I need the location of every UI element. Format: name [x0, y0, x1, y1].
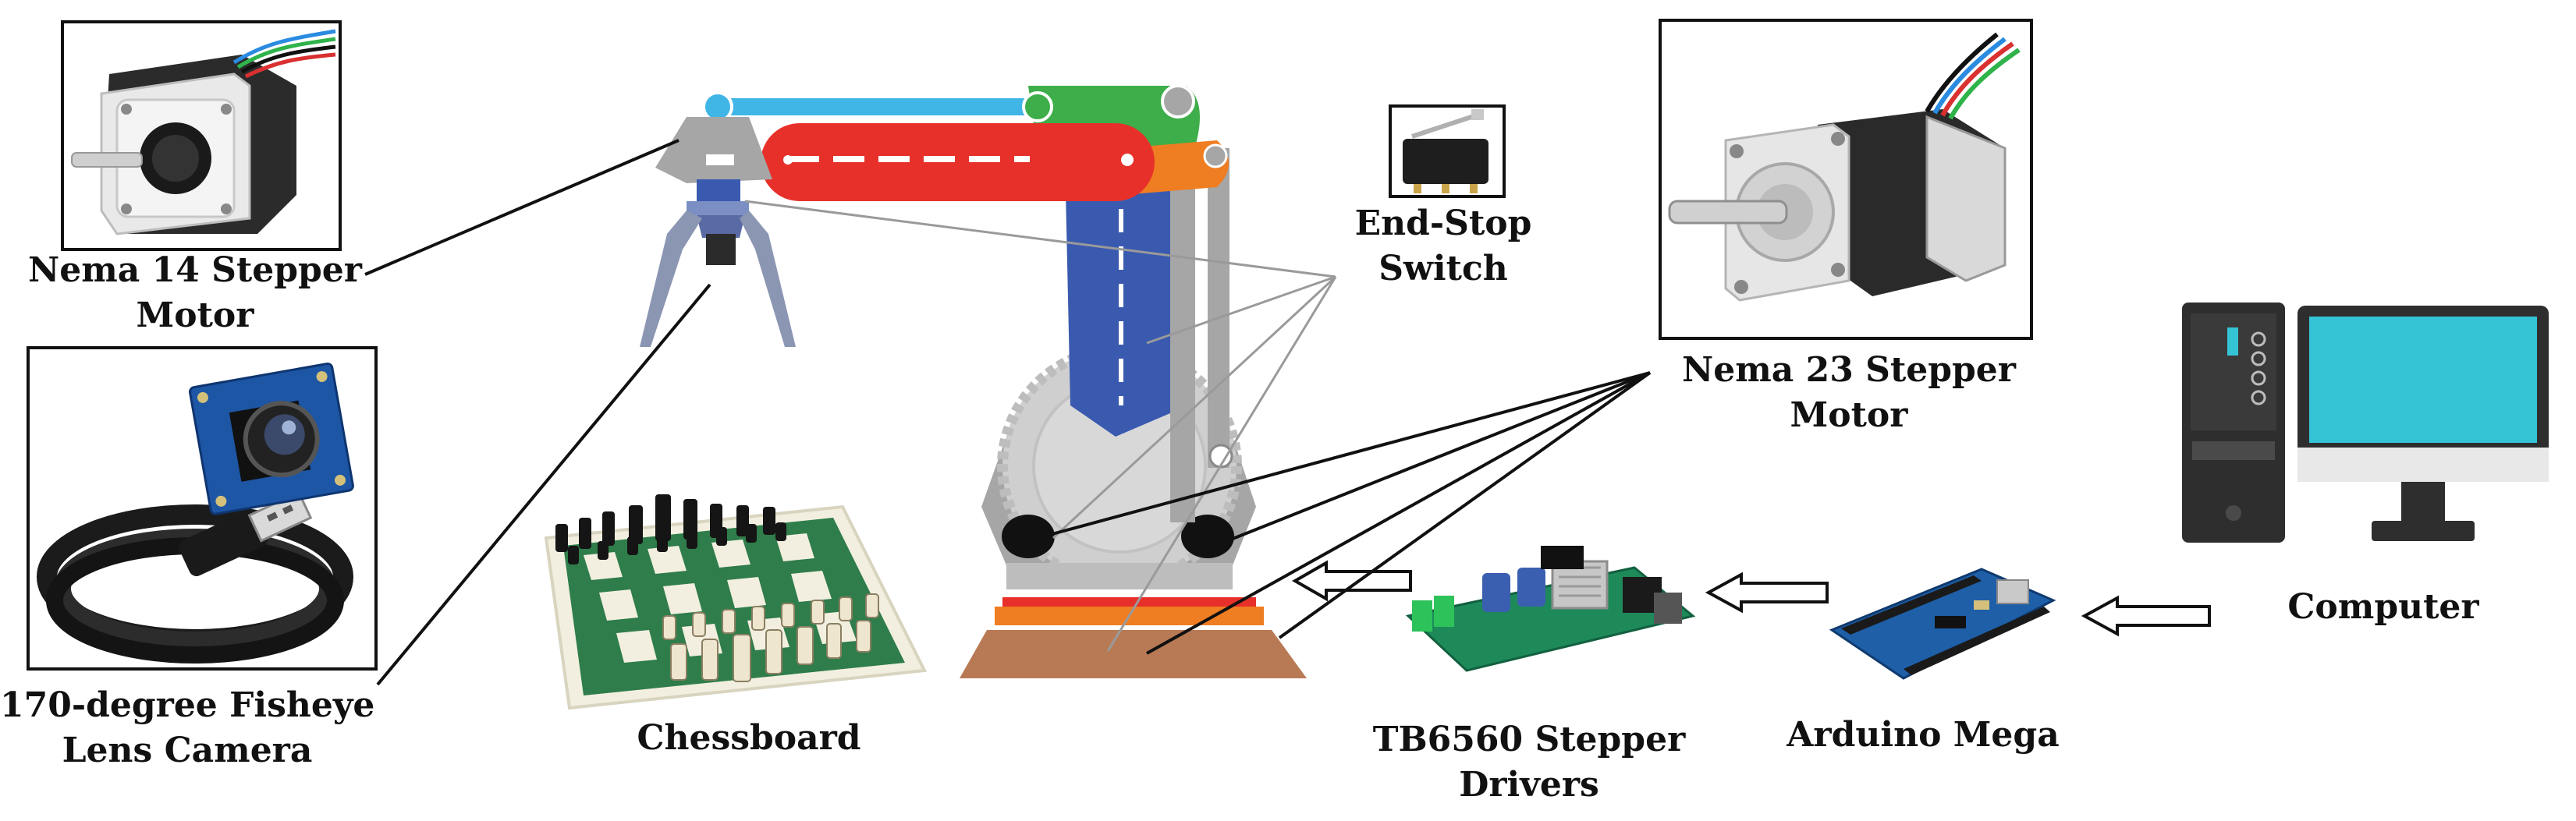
label-nema14: Nema 14 Stepper Motor [23, 248, 367, 338]
red-forearm [761, 123, 1155, 201]
label-computer-text: Computer [2287, 587, 2479, 627]
blue-link [706, 98, 1045, 115]
gripper-finger-left [640, 211, 702, 347]
label-arduino-text: Arduino Mega [1787, 715, 2060, 755]
fisheye-camera-image [27, 346, 378, 671]
label-endstop-line2: Switch [1378, 249, 1508, 288]
end-stop-switch-image [1389, 104, 1506, 198]
arduino-mega-image [1829, 568, 2056, 680]
label-camera: 170-degree Fisheye Lens Camera [0, 683, 374, 773]
label-nema14-line1: Nema 14 Stepper [28, 250, 362, 290]
label-camera-line2: Lens Camera [62, 731, 313, 770]
label-tb6560-line2: Drivers [1459, 765, 1599, 805]
nema23-motor-right [1181, 515, 1234, 558]
robot-arm-diagram [640, 84, 1307, 678]
label-nema23-line1: Nema 23 Stepper [1682, 350, 2016, 390]
gripper-finger-right [740, 211, 796, 347]
label-arduino: Arduino Mega [1759, 713, 2087, 758]
nema14-stepper-image [61, 20, 342, 251]
label-tb6560-line1: TB6560 Stepper [1372, 720, 1686, 759]
end-effector-bracket [655, 117, 772, 183]
arrow-to-arduino [2081, 595, 2211, 637]
tb6560-driver-image [1405, 546, 1696, 672]
chessboard-image [544, 494, 928, 710]
arrow-to-robot [1291, 560, 1412, 602]
label-tb6560: TB6560 Stepper Drivers [1354, 717, 1705, 808]
label-endstop: End-Stop Switch [1326, 201, 1560, 292]
callout-lines [364, 139, 1652, 686]
label-endstop-line1: End-Stop [1354, 203, 1532, 243]
label-camera-line1: 170-degree Fisheye [0, 685, 375, 725]
label-chessboard: Chessboard [593, 716, 905, 761]
robot-base-plate [960, 630, 1307, 678]
nema23-motor-left [1002, 515, 1055, 558]
arrow-to-drivers [1705, 572, 1829, 614]
label-chessboard-text: Chessboard [637, 718, 861, 758]
computer-image [2182, 303, 2549, 543]
label-nema23: Nema 23 Stepper Motor [1662, 348, 2036, 438]
label-nema23-line2: Motor [1790, 395, 1908, 435]
label-computer: Computer [2258, 585, 2508, 630]
nema23-stepper-image [1659, 19, 2033, 340]
label-nema14-line2: Motor [136, 295, 254, 335]
